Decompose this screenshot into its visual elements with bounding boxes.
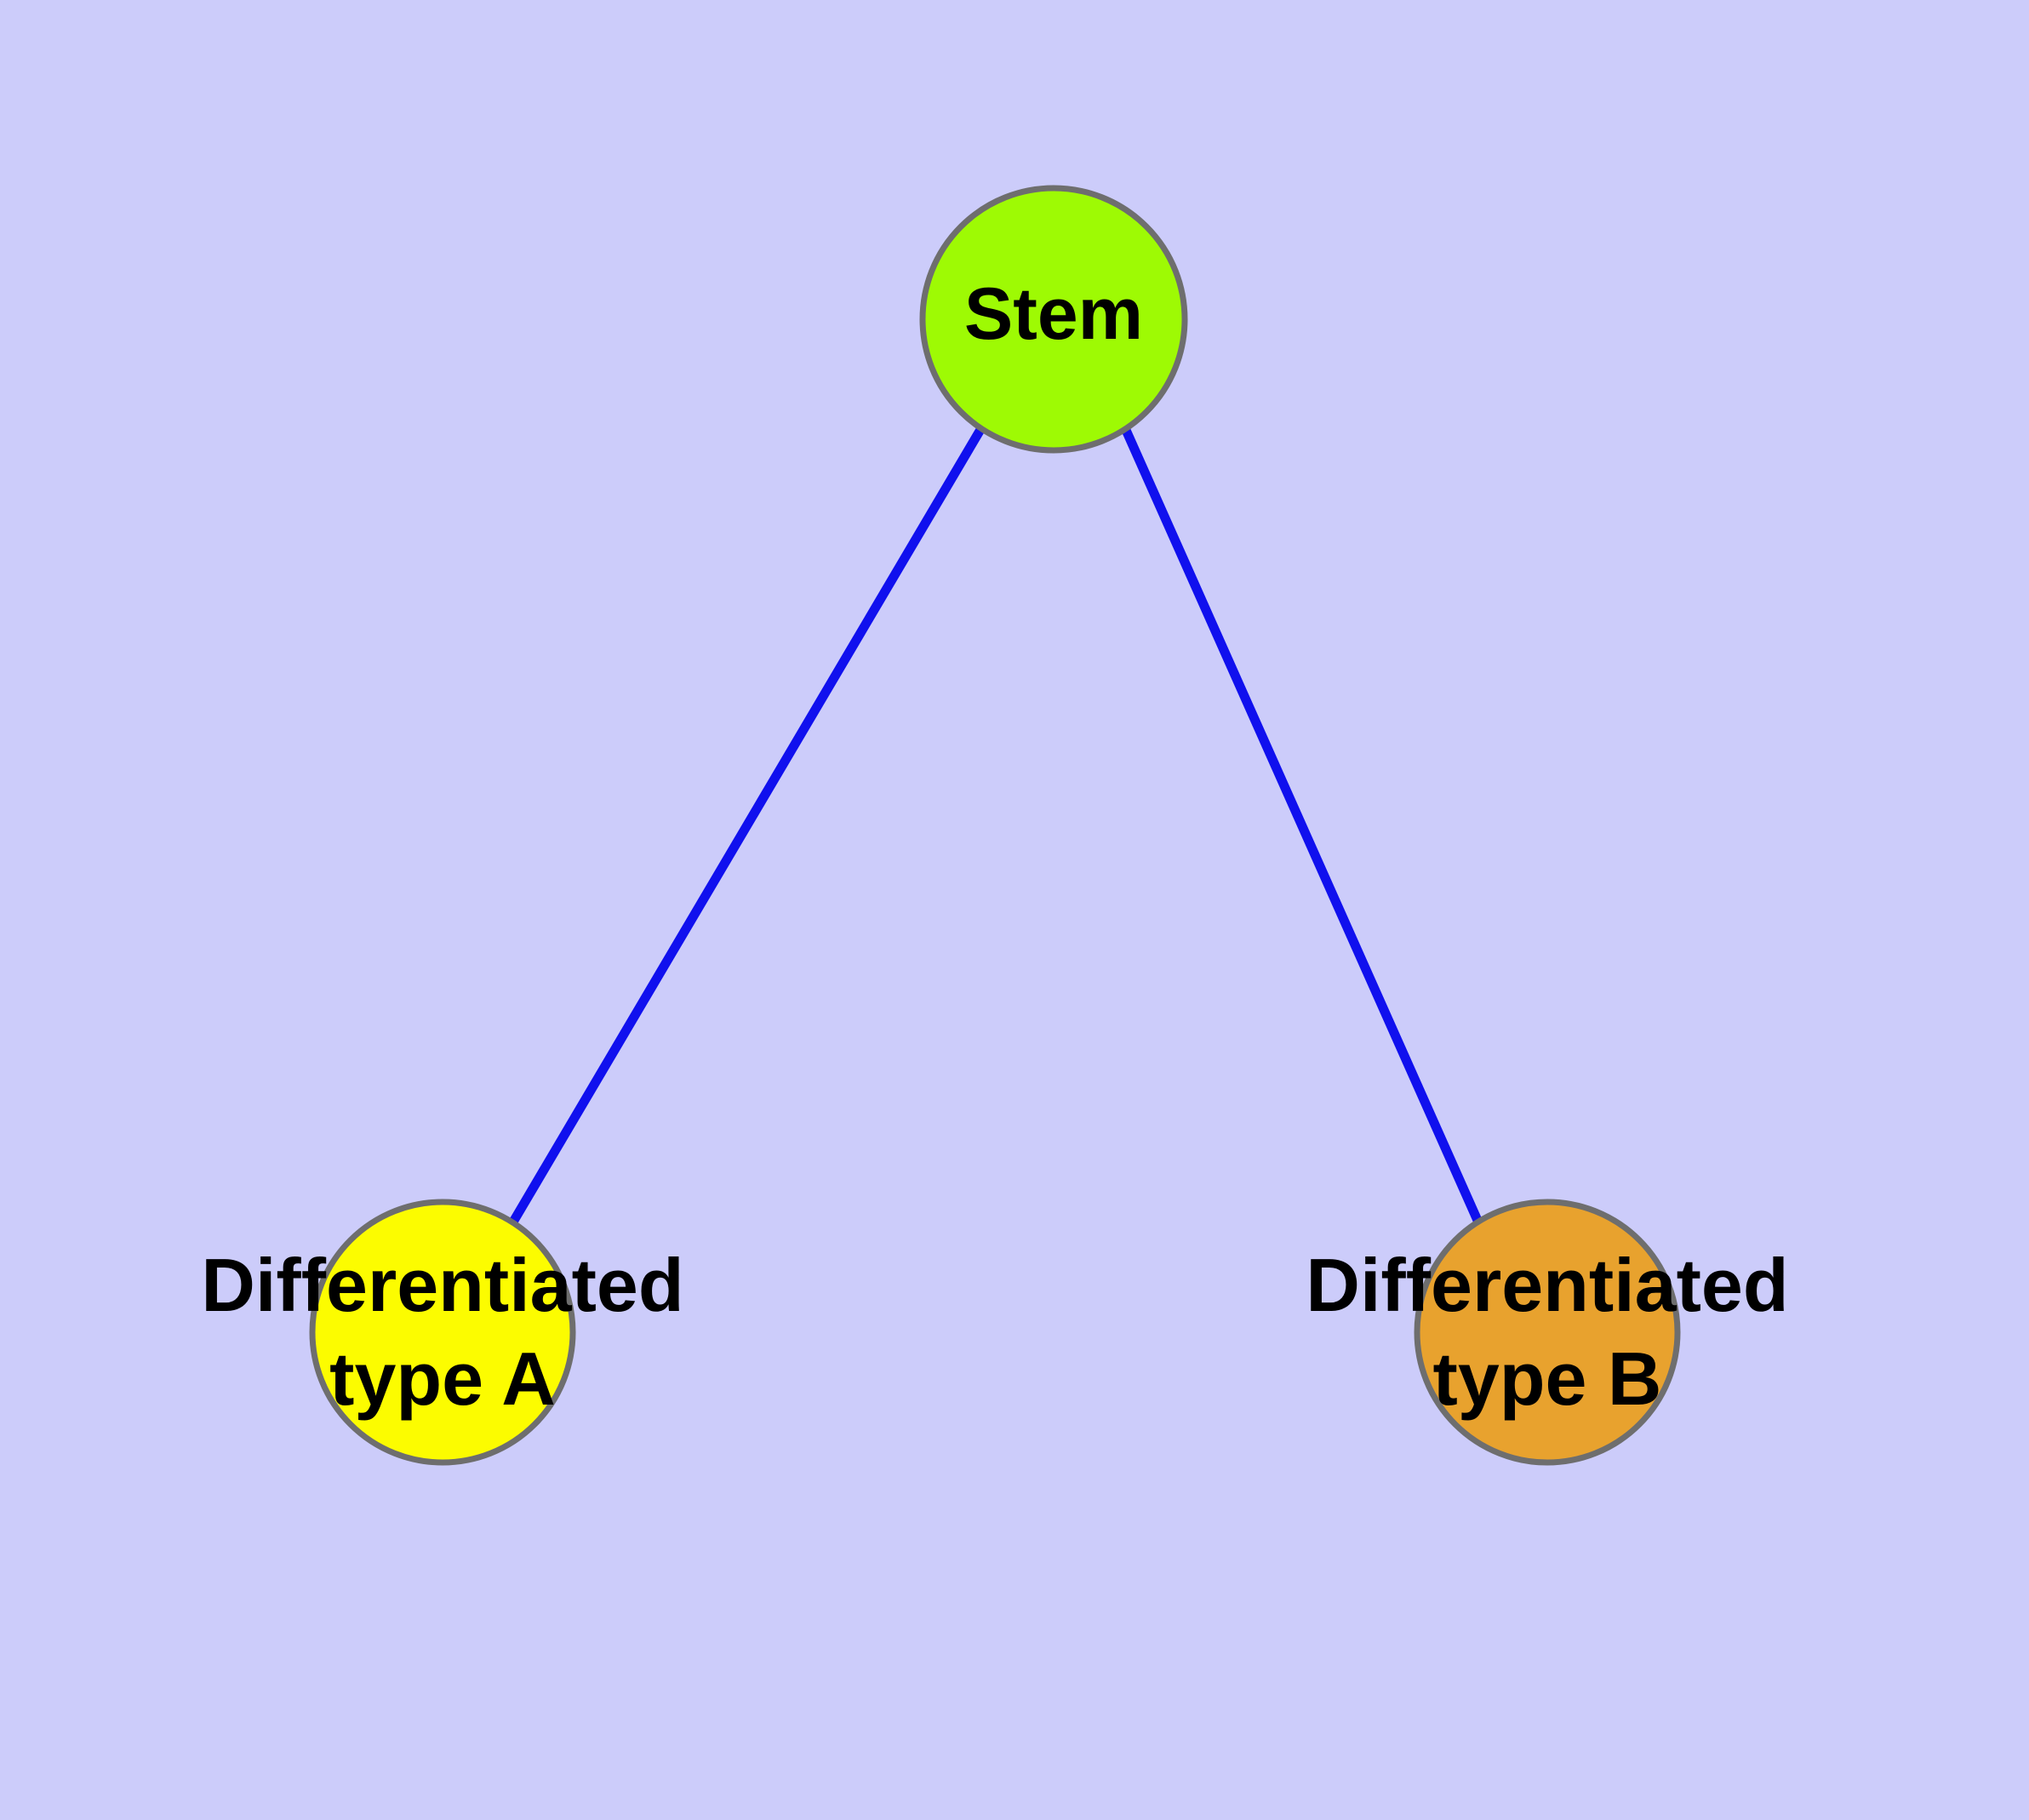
node-label-line: Differentiated bbox=[1306, 1243, 1788, 1327]
node-label-diff_a: Differentiated type A bbox=[201, 1243, 683, 1421]
node-label-line: type B bbox=[1433, 1336, 1662, 1421]
edges-layer bbox=[508, 426, 1484, 1227]
graph-edge-stem-diff_a[interactable] bbox=[508, 426, 986, 1226]
graph-node-diff_b[interactable]: Differentiated type B bbox=[1306, 1199, 1789, 1466]
node-circle-diff_b[interactable] bbox=[1414, 1199, 1681, 1466]
node-label-line: Stem bbox=[964, 273, 1143, 355]
graph-edge-stem-diff_b[interactable] bbox=[1120, 426, 1484, 1227]
graph-node-stem[interactable]: Stem bbox=[919, 185, 1188, 454]
node-label-stem: Stem bbox=[964, 273, 1143, 355]
node-circle-stem[interactable] bbox=[919, 185, 1188, 454]
node-label-diff_b: Differentiated type B bbox=[1306, 1243, 1788, 1421]
node-label-line: Differentiated bbox=[201, 1243, 683, 1327]
graph-node-diff_a[interactable]: Differentiated type A bbox=[201, 1199, 684, 1466]
node-label-line: type A bbox=[329, 1336, 556, 1421]
node-circle-diff_a[interactable] bbox=[309, 1199, 576, 1466]
